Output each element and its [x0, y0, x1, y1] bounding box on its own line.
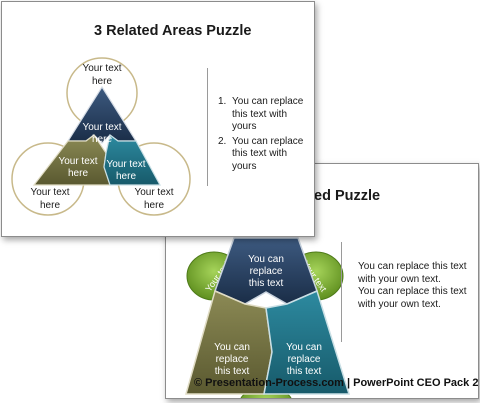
side-text-1: You can replace this text with your own … — [358, 261, 467, 285]
back-side-text: You can replace this text with your own … — [358, 261, 470, 311]
list-item: 2. You can replace this text with yours — [218, 136, 310, 174]
list-text: You can replace this text with yours — [232, 96, 304, 132]
list-text: You can replace this text with yours — [232, 135, 304, 172]
back-slide: ed Puzzle Your text Your text — [165, 163, 479, 399]
list-item: 1. You can replace this text with yours — [218, 96, 310, 134]
back-slide-title: ed Puzzle — [314, 188, 381, 204]
back-divider — [341, 242, 342, 342]
front-slide-title: 3 Related Areas Puzzle — [94, 23, 252, 39]
front-piece-right — [103, 133, 162, 186]
side-text-2: You can replace this text with your own … — [358, 286, 467, 310]
footer-credit: © Presentation-Process.com | PowerPoint … — [194, 377, 479, 389]
numbered-list: 1. You can replace this text with yours … — [218, 96, 310, 175]
list-number: 1. — [218, 96, 227, 107]
front-divider — [207, 68, 208, 186]
puzzle-piece-right — [263, 289, 351, 395]
list-number: 2. — [218, 135, 227, 147]
